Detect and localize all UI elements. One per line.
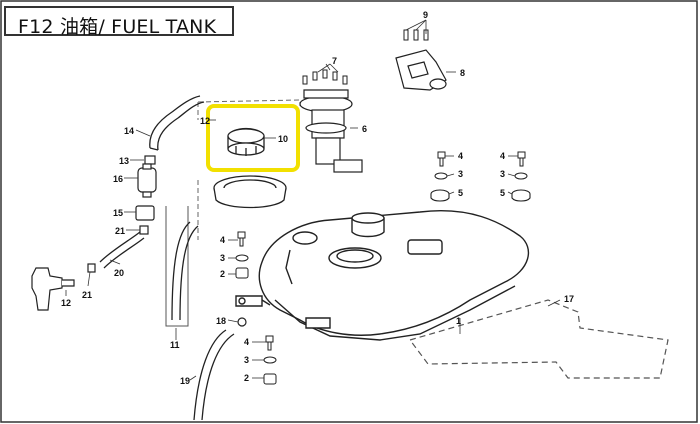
callout-11: 11 xyxy=(170,340,180,350)
callout-1: 1 xyxy=(456,316,461,326)
callout-3-left-a: 3 xyxy=(220,253,225,263)
washer-3-left-a[interactable] xyxy=(235,254,249,262)
hose-20[interactable] xyxy=(99,231,145,269)
callout-4-right-b: 4 xyxy=(500,151,505,161)
callout-8: 8 xyxy=(460,68,465,78)
washer-3-right-b[interactable] xyxy=(514,172,528,180)
breather-hose-14[interactable] xyxy=(149,95,205,151)
callout-3-right-b: 3 xyxy=(500,169,505,179)
bolt-4-left-b[interactable] xyxy=(265,335,274,351)
callout-3-left-b: 3 xyxy=(244,355,249,365)
callout-10: 10 xyxy=(278,134,288,144)
callout-21b: 21 xyxy=(82,290,92,300)
fitting-13[interactable] xyxy=(144,155,156,165)
callout-12b: 12 xyxy=(200,116,210,126)
callout-13: 13 xyxy=(119,156,129,166)
callout-5-right-b: 5 xyxy=(500,188,505,198)
callout-16: 16 xyxy=(113,174,123,184)
callout-2-left-a: 2 xyxy=(220,269,225,279)
clip-18[interactable] xyxy=(237,317,247,327)
highlight-box xyxy=(206,104,300,172)
grommet-5-right-b[interactable] xyxy=(511,189,531,202)
callout-15: 15 xyxy=(113,208,123,218)
callout-7: 7 xyxy=(332,56,337,66)
clip-21a[interactable] xyxy=(139,225,149,235)
rubber-15[interactable] xyxy=(135,205,155,221)
washer-3-left-b[interactable] xyxy=(263,356,277,364)
callout-4-left-b: 4 xyxy=(244,337,249,347)
fuel-pump[interactable] xyxy=(299,89,363,173)
washer-3-right-a[interactable] xyxy=(434,172,448,180)
fuel-cap[interactable] xyxy=(227,127,265,157)
pump-bolts[interactable] xyxy=(302,69,348,85)
valve-12[interactable] xyxy=(31,267,75,311)
clip-21b[interactable] xyxy=(87,263,96,273)
callout-labels: 9 8 7 6 10 12 14 13 16 15 21 20 21 12 4 … xyxy=(61,10,574,386)
bolt-4-left-a[interactable] xyxy=(237,231,246,247)
drain-hose-11[interactable] xyxy=(171,221,199,321)
callout-12: 12 xyxy=(61,298,71,308)
grommet-5-right-a[interactable] xyxy=(430,189,450,202)
title-box: F12 油箱/ FUEL TANK xyxy=(4,6,234,38)
callout-9: 9 xyxy=(423,10,428,20)
bolt-4-right-b[interactable] xyxy=(517,151,526,167)
hose-19[interactable] xyxy=(193,329,235,421)
grommet-2-left-a[interactable] xyxy=(235,267,249,279)
leader-lines xyxy=(65,19,561,381)
callout-3-right-a: 3 xyxy=(458,169,463,179)
fuel-tank-body[interactable] xyxy=(235,210,530,341)
filler-ring[interactable] xyxy=(213,175,287,209)
callout-19: 19 xyxy=(180,376,190,386)
callout-21a: 21 xyxy=(115,226,125,236)
bracket-8[interactable] xyxy=(395,49,447,91)
callout-17: 17 xyxy=(564,294,574,304)
callout-4-left-a: 4 xyxy=(220,235,225,245)
callout-14: 14 xyxy=(124,126,134,136)
bolts-9[interactable] xyxy=(403,29,429,41)
skid-plate[interactable] xyxy=(408,299,669,379)
grommet-2-left-b[interactable] xyxy=(263,373,277,385)
fuel-filter-16[interactable] xyxy=(137,163,157,198)
callout-6: 6 xyxy=(362,124,367,134)
callout-20: 20 xyxy=(114,268,124,278)
callout-18: 18 xyxy=(216,316,226,326)
bolt-4-right-a[interactable] xyxy=(437,151,446,167)
page-title: F12 油箱/ FUEL TANK xyxy=(18,16,217,38)
callout-2-left-b: 2 xyxy=(244,373,249,383)
callout-5-right-a: 5 xyxy=(458,188,463,198)
callout-4-right-a: 4 xyxy=(458,151,463,161)
